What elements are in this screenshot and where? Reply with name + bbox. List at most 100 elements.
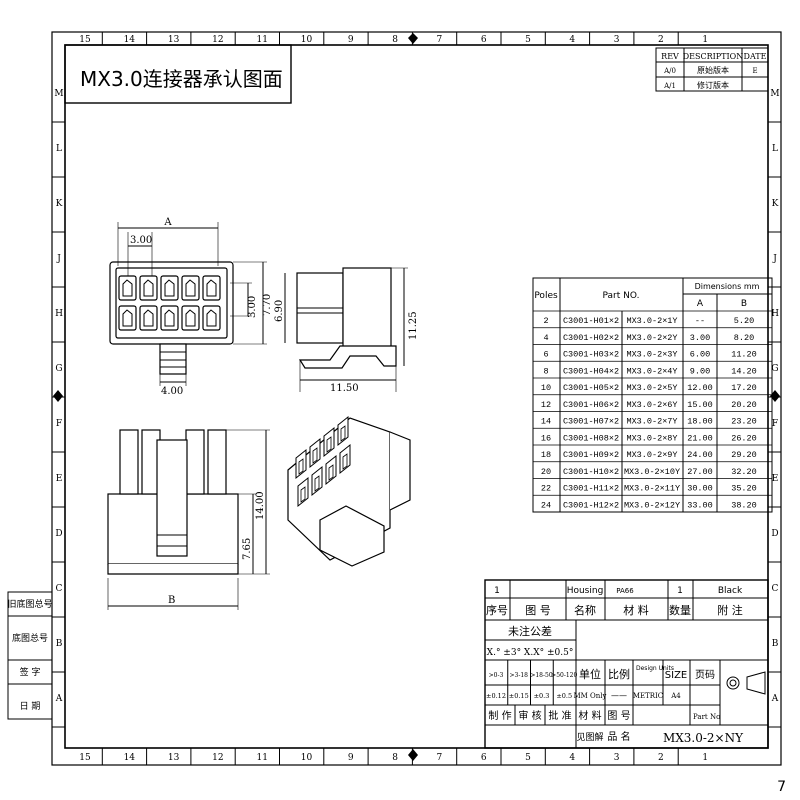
part-table-cell: MX3.0-2×6Y <box>626 400 677 410</box>
zone-letter: F <box>56 419 62 429</box>
zone-letter: G <box>55 364 62 374</box>
center-mark-bottom-icon <box>408 749 418 761</box>
part-table-cell: 18 <box>541 450 551 460</box>
side-view: 11.50 6.90 11.25 <box>274 267 419 394</box>
zone-letter: J <box>56 254 61 264</box>
tolerance-value: ±0.5 <box>556 692 572 700</box>
page-title: MX3.0连接器承认图面 <box>80 67 283 91</box>
cavity-key <box>185 279 196 297</box>
zone-letter: H <box>771 309 779 319</box>
zone-number: 10 <box>301 35 313 45</box>
part-table-cell: C3001-H04×2 <box>563 366 619 376</box>
zone-number: 3 <box>614 753 620 763</box>
approved-by-label: 批 准 <box>548 709 571 722</box>
old-base-drawing-label: 旧底图总号 <box>7 598 52 610</box>
bom-name: Housing <box>567 586 604 596</box>
third-angle-projection-icon <box>746 671 766 695</box>
part-table-cell: MX3.0-2×11Y <box>624 484 680 494</box>
zone-number: 2 <box>658 753 664 763</box>
cavity-key <box>164 309 175 327</box>
zone-letter: B <box>56 639 63 649</box>
part-table-cell: 33.00 <box>687 500 713 510</box>
part-table-cell: MX3.0-2×1Y <box>626 316 677 326</box>
zone-number: 1 <box>702 753 708 763</box>
zone-number: 8 <box>392 35 398 45</box>
zone-letter: C <box>56 584 63 594</box>
reviewed-by-label: 审 核 <box>518 709 541 722</box>
part-no-header: Part NO. <box>603 291 640 301</box>
part-no-label: Part No <box>693 713 720 721</box>
part-table-cell: 4 <box>543 333 548 343</box>
zone-number: 8 <box>392 753 398 763</box>
part-table-cell: 30.00 <box>687 484 713 494</box>
dim-7-65: 7.65 <box>242 538 253 560</box>
zone-number: 14 <box>124 35 136 45</box>
part-table-cell: MX3.0-2×12Y <box>624 500 680 510</box>
size-value: A4 <box>670 692 681 700</box>
part-table-cell: C3001-H01×2 <box>563 316 619 326</box>
zone-number: 14 <box>124 753 136 763</box>
iso-cavity-inner <box>300 486 306 503</box>
zone-letter: M <box>770 89 779 99</box>
tolerance-value: ±0.3 <box>534 692 550 700</box>
cavity-key <box>206 309 217 327</box>
zone-number: 2 <box>658 35 664 45</box>
part-table-cell: 22 <box>541 484 551 494</box>
dim-6-90: 6.90 <box>274 300 285 322</box>
zone-number: 11 <box>256 753 267 763</box>
center-mark-left-icon <box>53 390 63 402</box>
iso-cavity <box>309 437 321 469</box>
zone-number: 7 <box>437 35 443 45</box>
bom-header-name: 名称 <box>574 603 596 617</box>
part-table-cell: -- <box>695 316 705 326</box>
design-units-label: Design Units <box>636 665 674 672</box>
part-table-cell: 21.00 <box>687 433 713 443</box>
dim-pitch: 3.00 <box>130 235 152 246</box>
zone-letter: H <box>55 309 63 319</box>
part-table-cell: MX3.0-2×10Y <box>624 467 680 477</box>
zone-letter: E <box>772 474 779 484</box>
dim-7-70: 7.70 <box>262 294 273 316</box>
bom-header-drawing: 图 号 <box>525 604 551 617</box>
part-table-cell: C3001-H07×2 <box>563 417 619 427</box>
cavity-key <box>206 279 217 297</box>
tolerance-range: >3-18 <box>509 672 528 679</box>
date-header: DATE <box>744 52 767 61</box>
dim-a-label: A <box>163 217 172 228</box>
part-table-cell: 6.00 <box>690 350 710 360</box>
rev-a0-desc: 原始版本 <box>697 65 729 75</box>
part-table-cell: 17.20 <box>731 383 757 393</box>
bom-header-qty: 数量 <box>669 604 691 617</box>
part-table-cell: 11.20 <box>731 350 757 360</box>
title-box <box>64 44 292 104</box>
cavity-key <box>164 279 175 297</box>
dim-b-header: B <box>741 299 747 309</box>
zone-number: 1 <box>702 35 708 45</box>
part-table-cell: MX3.0-2×2Y <box>626 333 677 343</box>
zone-number: 13 <box>168 35 180 45</box>
zone-number: 13 <box>168 753 180 763</box>
part-table-cell: 20.20 <box>731 400 757 410</box>
part-table-cell: 6 <box>543 350 548 360</box>
tolerance-angle: X.° ±3° X.X° ±0.5° <box>487 648 574 658</box>
part-table-cell: 35.20 <box>731 484 757 494</box>
zone-letter: D <box>55 529 62 539</box>
zone-number: 5 <box>525 753 531 763</box>
part-table-cell: MX3.0-2×8Y <box>626 433 677 443</box>
part-table-cell: C3001-H12×2 <box>563 500 619 510</box>
iso-cavity <box>323 426 335 458</box>
metric-label: METRIC <box>633 692 663 700</box>
front-view: A 3.00 3.00 7.70 4.00 <box>109 217 273 397</box>
iso-cavity-inner <box>340 425 346 442</box>
poles-header: Poles <box>534 291 558 301</box>
part-table-cell: C3001-H11×2 <box>563 484 619 494</box>
zone-letter: A <box>771 694 779 704</box>
bom-header-seq: 序号 <box>486 603 508 617</box>
part-table-cell: MX3.0-2×9Y <box>626 450 677 460</box>
zone-number: 12 <box>212 753 223 763</box>
part-table-cell: 10 <box>541 383 551 393</box>
part-table-cell: MX3.0-2×4Y <box>626 366 677 376</box>
title-block: 1 Housing PA66 1 Black 序号 图 号 名称 材 料 数量 … <box>484 579 769 749</box>
dimensions-header: Dimensions mm <box>695 282 760 291</box>
